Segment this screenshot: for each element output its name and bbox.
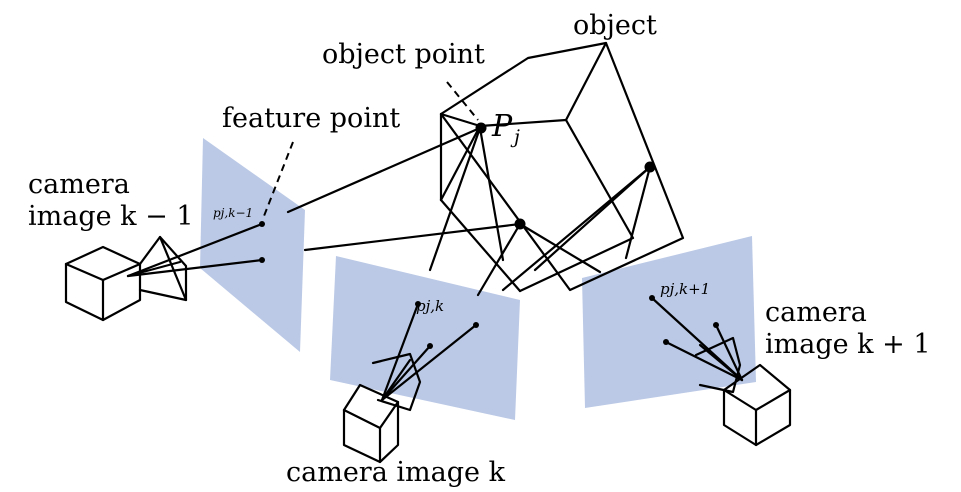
feature-point-leader — [263, 141, 294, 217]
image-plane-k-plus-1 — [582, 236, 756, 408]
pj-symbol: P — [491, 109, 513, 144]
object-point-leader — [446, 81, 479, 121]
label-feature-point: feature point — [222, 103, 400, 134]
pj-subscript: j — [510, 126, 520, 148]
label-camera-kp1-line2: image k + 1 — [765, 329, 931, 360]
image-plane-k-minus-1 — [200, 138, 305, 352]
label-object: object — [573, 10, 657, 41]
projection-rays — [286, 126, 652, 297]
label-camera-km1-line2: image k − 1 — [28, 201, 194, 232]
feature-label-p-kp1: pj,k+1 — [660, 280, 710, 298]
camera-k-plus-1 — [649, 295, 792, 447]
feature-label-p-km1: pj,k−1 — [213, 206, 253, 220]
label-camera-kp1-line1: camera — [765, 297, 867, 328]
object-point-pj — [475, 122, 487, 134]
label-camera-km1-line1: camera — [28, 169, 130, 200]
camera-k-minus-1 — [64, 221, 265, 322]
object-point-3 — [644, 161, 656, 173]
object-point-2 — [514, 218, 526, 230]
label-object-point: object point — [322, 39, 485, 70]
feature-label-p-k: pj,k — [416, 297, 444, 315]
image-plane-k — [330, 256, 520, 420]
label-pj: P j — [491, 109, 520, 148]
camera-k — [342, 301, 479, 464]
object-cube — [439, 41, 685, 293]
label-camera-k: camera image k — [286, 457, 506, 488]
